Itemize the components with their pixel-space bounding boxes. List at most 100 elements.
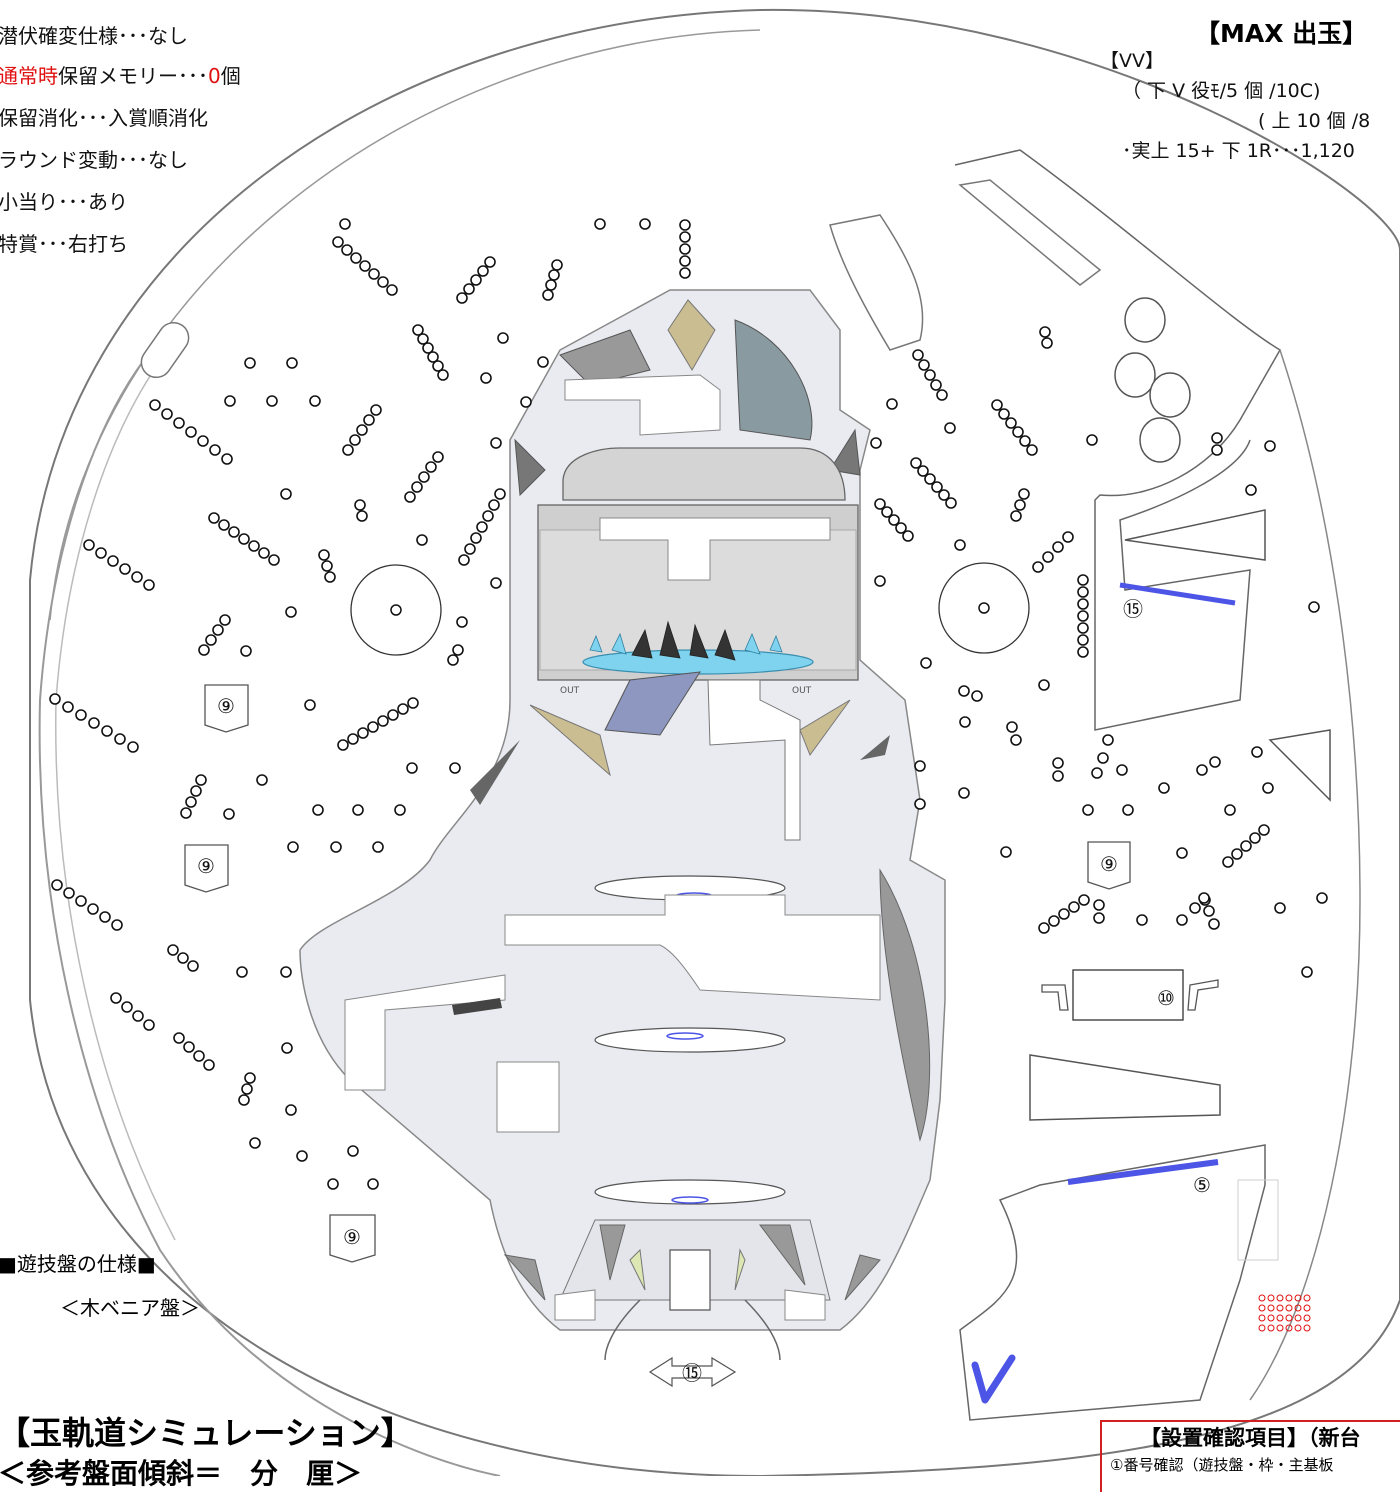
grid-dot [1276, 1304, 1284, 1312]
nail [1077, 598, 1089, 610]
nail [1038, 922, 1050, 934]
nail [266, 395, 278, 407]
pocket-15-right-label: ⑮ [1123, 597, 1143, 621]
nail [1158, 782, 1170, 794]
nail [537, 356, 549, 368]
spec-latent-prob: 潜伏確変仕様･･･なし [0, 24, 188, 48]
nail [127, 741, 139, 753]
red-grid-marker [1258, 1294, 1311, 1332]
nail [350, 252, 362, 264]
nail [208, 512, 220, 524]
max-line-2: ( 上 10 個 /8 [1258, 110, 1371, 132]
grid-dot [1294, 1304, 1302, 1312]
grid-dot [1267, 1304, 1275, 1312]
nail [917, 465, 929, 477]
nail [173, 1032, 185, 1044]
nail [357, 727, 369, 739]
nail [110, 992, 122, 1004]
nail [347, 1145, 359, 1157]
nail [881, 506, 893, 518]
right-jewel-1 [1124, 297, 1166, 343]
bottom-center-gate [669, 1249, 711, 1311]
nail [1077, 610, 1089, 622]
top-crown-right [734, 319, 813, 441]
nail [1122, 804, 1134, 816]
right-jewel-3 [1149, 372, 1191, 418]
right-attacker-lower [959, 1144, 1266, 1421]
nail [330, 841, 342, 853]
nail [548, 269, 560, 281]
nail [914, 798, 926, 810]
nail [1258, 824, 1270, 836]
stage-plate-3-hole [671, 1196, 709, 1204]
nail [1308, 601, 1320, 613]
nail [458, 554, 470, 566]
nail [1078, 894, 1090, 906]
spec-hold-value: 0 [208, 64, 221, 88]
nail [679, 219, 691, 231]
nail [1052, 757, 1064, 769]
bottom-out-arcs [604, 1299, 781, 1361]
pocket10-left-arm [1041, 984, 1069, 1011]
nail [930, 379, 942, 391]
right-blue-bar-upper [1119, 582, 1236, 606]
nail [185, 796, 197, 808]
grid-dot [1276, 1324, 1284, 1332]
nail [1018, 488, 1030, 500]
nail [679, 243, 691, 255]
nail [62, 701, 74, 713]
right-side-wedge [1268, 729, 1331, 802]
nail [494, 488, 506, 500]
nail [1208, 918, 1220, 930]
nail [337, 739, 349, 751]
nail [412, 324, 424, 336]
nail [1209, 756, 1221, 768]
nail [209, 444, 221, 456]
nail [143, 1019, 155, 1031]
nail [1093, 912, 1105, 924]
nail [190, 785, 202, 797]
nail [218, 519, 230, 531]
grid-dot [1294, 1314, 1302, 1322]
nail [287, 841, 299, 853]
nail [1019, 435, 1031, 447]
grid-dot [1285, 1294, 1293, 1302]
nail [1038, 679, 1050, 691]
nail [945, 497, 957, 509]
nail [312, 804, 324, 816]
nail [874, 498, 886, 510]
nail [377, 276, 389, 288]
nail [1097, 752, 1109, 764]
nail [912, 349, 924, 361]
spec-round-change: ラウンド変動･･･なし [0, 148, 188, 172]
nail [924, 369, 936, 381]
nail [356, 424, 368, 436]
nail [349, 434, 361, 446]
nail [874, 575, 886, 587]
nail [397, 703, 409, 715]
right-rail-outer [1249, 349, 1361, 1401]
pocket-10-label: ⑩ [1157, 986, 1175, 1010]
max-vv: 【VV】 [1100, 50, 1164, 72]
nail [545, 279, 557, 291]
nail [359, 260, 371, 272]
top-white-block [564, 374, 721, 436]
bottom-side-pads [554, 1289, 826, 1321]
nail [484, 256, 496, 268]
nail [205, 634, 217, 646]
nail [75, 709, 87, 721]
spec-normal-label: 通常時 [0, 64, 58, 88]
nail [1000, 846, 1012, 858]
nail [936, 389, 948, 401]
pocket-15-bottom: ⑮ [648, 1356, 737, 1388]
nail [870, 437, 882, 449]
nail [902, 530, 914, 542]
svg-text:⑨: ⑨ [343, 1225, 361, 1249]
nail [679, 231, 691, 243]
right-windmill-hub [978, 602, 990, 614]
nail [121, 1001, 133, 1013]
spec-small-hit: 小当り･･･あり [0, 190, 128, 214]
nail [258, 547, 270, 559]
spec-hold-digest: 保留消化･･･入賞順消化 [0, 106, 208, 130]
nail [377, 715, 389, 727]
